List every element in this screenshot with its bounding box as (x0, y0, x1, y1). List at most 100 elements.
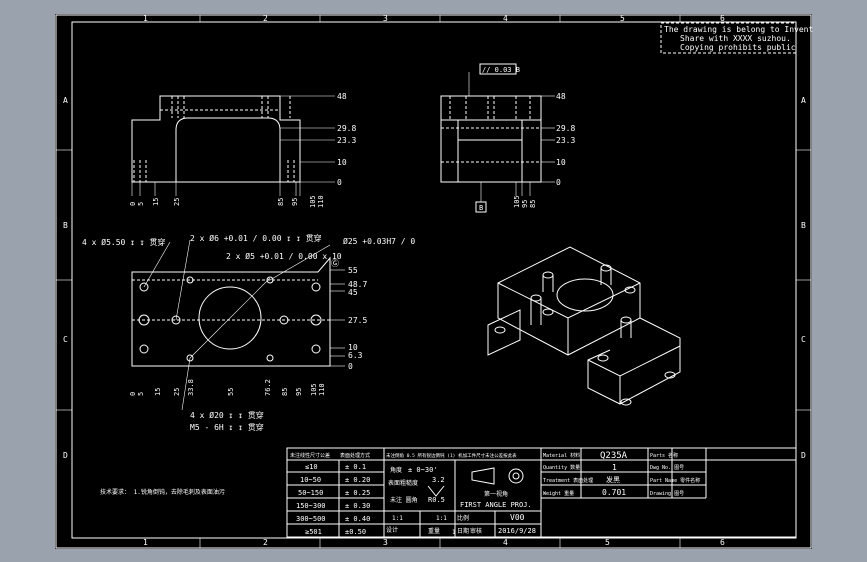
zone-right-b: B (801, 221, 806, 230)
front-view (131, 95, 335, 196)
plan-x-25: 25 (173, 388, 181, 396)
plan-x-110: 110 (318, 383, 326, 396)
plan-x-76-2: 76.2 (264, 379, 272, 396)
tb-middle-header: 未注倒角 0.5 所有锐边倒钝 (1) 机加工件尺寸未注公差按此表 (386, 452, 517, 459)
front-dim-0: 0 (337, 178, 342, 187)
zone-left-d: D (63, 451, 68, 460)
zone-bottom-1: 1 (143, 538, 148, 547)
tol-value-1: ± 0.1 (345, 463, 366, 471)
hole-note-b: 2 x Ø6 +0.01 / 0.00 ↧ ↧ 贯穿 (190, 233, 322, 243)
zone-ticks (56, 15, 811, 548)
zone-top-3: 3 (383, 14, 388, 23)
zone-bottom-4: 4 (503, 538, 508, 547)
projection-text: FIRST ANGLE PROJ. (460, 501, 532, 509)
front-x-110: 110 (317, 195, 325, 208)
front-dim-29-8: 29.8 (337, 124, 356, 133)
angle-label: 角度 (390, 466, 402, 474)
front-x-85: 85 (277, 198, 285, 206)
side-x-85: 85 (529, 200, 537, 208)
side-view (440, 72, 555, 202)
plan-x-33-8: 33.8 (187, 379, 195, 396)
datum-label: B (479, 204, 483, 212)
version: V00 (510, 513, 525, 522)
copyright-line-3: Copying prohibits public (680, 43, 796, 52)
left-note-text: 技术要求： 1.锐角倒钝，去除毛刺及表面油污 (100, 488, 225, 496)
front-x-5: 5 (137, 202, 145, 206)
plan-dim-0: 0 (348, 362, 353, 371)
zone-top-4: 4 (503, 14, 508, 23)
datum-box (475, 201, 487, 213)
zone-left-b: B (63, 221, 68, 230)
date-value: 2016/9/28 (498, 527, 536, 535)
plan-dim-27-5: 27.5 (348, 316, 367, 325)
material-label: Material 材料 (543, 452, 580, 459)
tol-value-3: ± 0.25 (345, 489, 370, 497)
roughness-symbol (427, 485, 445, 497)
left-note-title: 技术要求： 1.锐角倒钝，去除毛刺及表面油污 (100, 488, 225, 496)
tol-range-4: 150~300 (296, 502, 326, 510)
treatment-label: Treatment 表面处理 (543, 477, 593, 484)
right-label-2: Dwg No. 图号 (650, 465, 684, 471)
zone-bottom-2: 2 (263, 538, 268, 547)
side-dim-10: 10 (556, 158, 566, 167)
radius-value: R0.5 (428, 496, 445, 504)
zone-left-c: C (63, 335, 68, 344)
quantity-value: 1 (612, 463, 617, 472)
weight-row-label: Weight 重量 (543, 490, 574, 497)
tol-value-6: ±0.50 (345, 528, 366, 536)
side-x-95: 95 (521, 200, 529, 208)
plan-x-5: 5 (137, 392, 145, 396)
tb-scale-ratio: 1:1 (436, 515, 447, 522)
title-block-grid (286, 447, 797, 538)
plan-dim-55: 55 (348, 266, 358, 275)
projection-circle-icon (508, 468, 524, 484)
zone-right-c: C (801, 335, 806, 344)
plan-dim-48-7: 48.7 (348, 280, 367, 289)
quantity-label: Quantity 数量 (543, 464, 580, 471)
plan-dim-45: 45 (348, 288, 358, 297)
treatment-value: 发黑 (606, 475, 620, 484)
hole-note-a: 4 x Ø5.50 ↧ ↧ 贯穿 (82, 237, 165, 247)
front-x-95: 95 (291, 198, 299, 206)
zone-bottom-6: 6 (720, 538, 725, 547)
tol-range-2: 10~50 (300, 476, 321, 484)
right-label-3: Part Name 零件名称 (650, 477, 700, 484)
zone-top-1: 1 (143, 14, 148, 23)
tol-header-1: 未注线性尺寸公差 (290, 452, 330, 459)
surface-finish-mark: Ⓖ (331, 259, 339, 268)
plan-x-105: 105 (310, 383, 318, 396)
tol-range-5: 300~500 (296, 515, 326, 523)
projection-label: 第一视角 (484, 490, 508, 498)
tol-range-6: ≥501 (305, 528, 322, 536)
tol-header-2: 表面处理方式 (340, 452, 370, 459)
right-label-1: Parts 名称 (650, 452, 678, 459)
design-label: 设计 (386, 526, 398, 534)
tol-value-2: ± 0.20 (345, 476, 370, 484)
scale-value: 1:1 (392, 515, 403, 522)
front-x-25: 25 (173, 198, 181, 206)
inner-border (71, 21, 797, 539)
date-label: 日期 (457, 527, 469, 535)
front-x-15: 15 (152, 198, 160, 206)
check-label: 审核 (470, 527, 482, 535)
zone-bottom-3: 3 (383, 538, 388, 547)
sheet-number: 1 (452, 529, 456, 536)
zone-top-5: 5 (620, 14, 625, 23)
flatness-text: // 0.03 B (482, 66, 520, 74)
zone-right-a: A (801, 96, 806, 105)
copyright-line-1: The drawing is belong to Invent (664, 25, 813, 34)
plan-x-0: 0 (129, 392, 137, 396)
copyright-line-2: Share with XXXX suzhou. (680, 34, 791, 43)
hole-note-d: Ø25 +0.03H7 / 0 (343, 236, 415, 246)
weight-value: 0.701 (602, 488, 626, 497)
zone-left-a: A (63, 96, 68, 105)
side-dim-23-3: 23.3 (556, 136, 575, 145)
plan-x-85: 85 (281, 388, 289, 396)
weight-label: 重量 (428, 527, 440, 535)
side-dim-48: 48 (556, 92, 566, 101)
side-x-105: 105 (513, 195, 521, 208)
plan-x-15: 15 (154, 388, 162, 396)
roughness-value: 3.2 (432, 476, 445, 484)
isometric-view (487, 246, 681, 406)
flatness-frame (479, 63, 517, 75)
